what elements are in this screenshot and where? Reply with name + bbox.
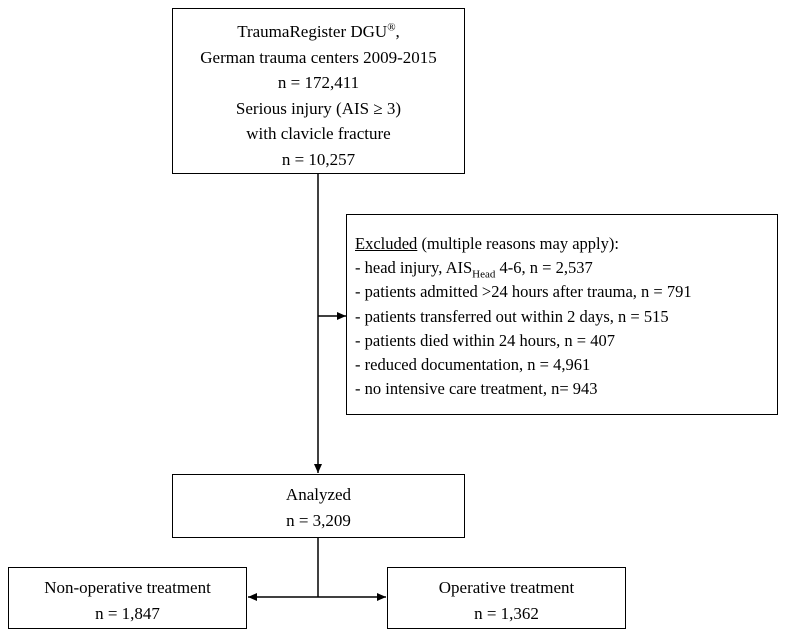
excluded-item-head-injury: - head injury, AISHead 4-6, n = 2,537 — [355, 258, 593, 281]
excluded-item: - patients admitted >24 hours after trau… — [355, 282, 692, 302]
included-count: n = 10,257 — [281, 149, 356, 169]
registry-title: TraumaRegister DGU®, — [237, 21, 400, 41]
excluded-box: Excluded (multiple reasons may apply): -… — [346, 214, 778, 415]
analyzed-count: n = 3,209 — [286, 510, 351, 530]
inclusion-criterion: Serious injury (AIS ≥ 3) — [235, 98, 402, 118]
operative-count: n = 1,362 — [474, 603, 539, 623]
registry-box: TraumaRegister DGU®, German trauma cente… — [172, 8, 465, 174]
operative-box: Operative treatment n = 1,362 — [387, 567, 626, 629]
excluded-item: - patients transferred out within 2 days… — [355, 306, 669, 326]
nonoperative-label: Non-operative treatment — [44, 578, 211, 597]
nonoperative-box: Non-operative treatment n = 1,847 — [8, 567, 247, 629]
excluded-heading: Excluded (multiple reasons may apply): — [355, 234, 619, 253]
analyzed-box: Analyzed n = 3,209 — [172, 474, 465, 538]
excluded-item: - reduced documentation, n = 4,961 — [355, 355, 591, 375]
inclusion-criterion-2: with clavicle fracture — [246, 124, 391, 143]
excluded-item: - no intensive care treatment, n= 943 — [355, 379, 598, 399]
operative-label: Operative treatment — [438, 578, 575, 597]
nonoperative-count: n = 1,847 — [95, 603, 160, 623]
excluded-item: - patients died within 24 hours, n = 407 — [355, 330, 615, 350]
registry-period: German trauma centers 2009-2015 — [200, 47, 437, 67]
registry-count: n = 172,411 — [277, 73, 360, 92]
analyzed-label: Analyzed — [285, 485, 352, 504]
